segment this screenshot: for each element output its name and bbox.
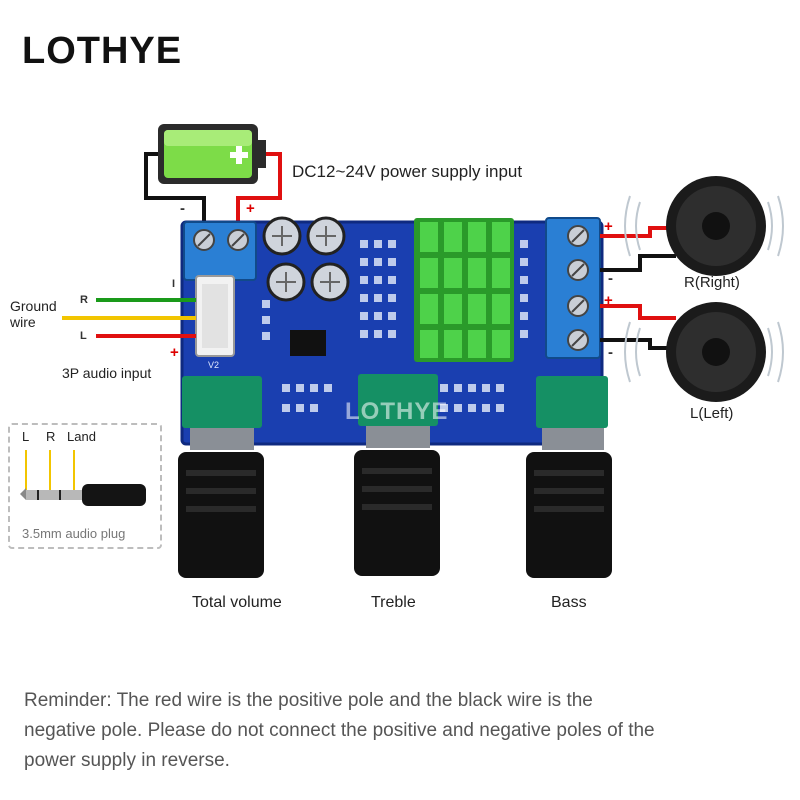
wire-i-letter: I	[172, 278, 176, 290]
plug-caption: 3.5mm audio plug	[22, 526, 126, 541]
power-terminal	[183, 221, 257, 281]
left-speaker-negative-sign: -	[608, 344, 613, 361]
heatsink	[414, 218, 514, 362]
audio-input-connector	[195, 275, 235, 357]
brand-logo: LOTHYE	[22, 30, 183, 72]
battery-icon	[158, 124, 266, 184]
plug-l-label: L	[22, 429, 30, 444]
total-volume-label: Total volume	[192, 594, 282, 611]
ground-wire-label: Ground wire	[10, 298, 57, 330]
power-positive-sign: +	[246, 200, 255, 217]
right-speaker-positive-sign: +	[604, 218, 613, 235]
treble-label: Treble	[371, 594, 416, 611]
left-speaker-label: L(Left)	[690, 405, 734, 422]
power-negative-sign: -	[180, 200, 185, 217]
audio-positive-sign: +	[170, 344, 179, 361]
board-silkscreen: LOTHYE	[345, 398, 449, 425]
capacitors	[262, 216, 350, 302]
volume-knob	[178, 376, 264, 578]
left-speaker-positive-sign: +	[604, 292, 613, 309]
speaker-terminal	[545, 217, 601, 359]
audio-input-label: 3P audio input	[62, 365, 152, 381]
reminder-text: Reminder: The red wire is the positive p…	[24, 690, 655, 771]
wire-r-letter: R	[80, 294, 88, 306]
bass-label: Bass	[551, 594, 587, 611]
right-speaker-label: R(Right)	[684, 274, 740, 291]
speaker-left-icon	[624, 302, 784, 402]
plug-land-label: Land	[67, 429, 96, 444]
audio-plug-icon	[20, 450, 146, 506]
speaker-right-icon	[624, 176, 784, 276]
wire-l-letter: L	[80, 330, 87, 342]
power-input-label: DC12~24V power supply input	[292, 162, 523, 181]
board-version: V2	[208, 360, 220, 370]
power-wires	[144, 152, 282, 230]
audio-plug-box	[8, 423, 162, 549]
plug-r-label: R	[46, 429, 56, 444]
treble-knob	[354, 374, 440, 576]
bass-knob	[526, 376, 612, 578]
audio-wires	[62, 298, 196, 338]
right-speaker-negative-sign: -	[608, 270, 613, 287]
